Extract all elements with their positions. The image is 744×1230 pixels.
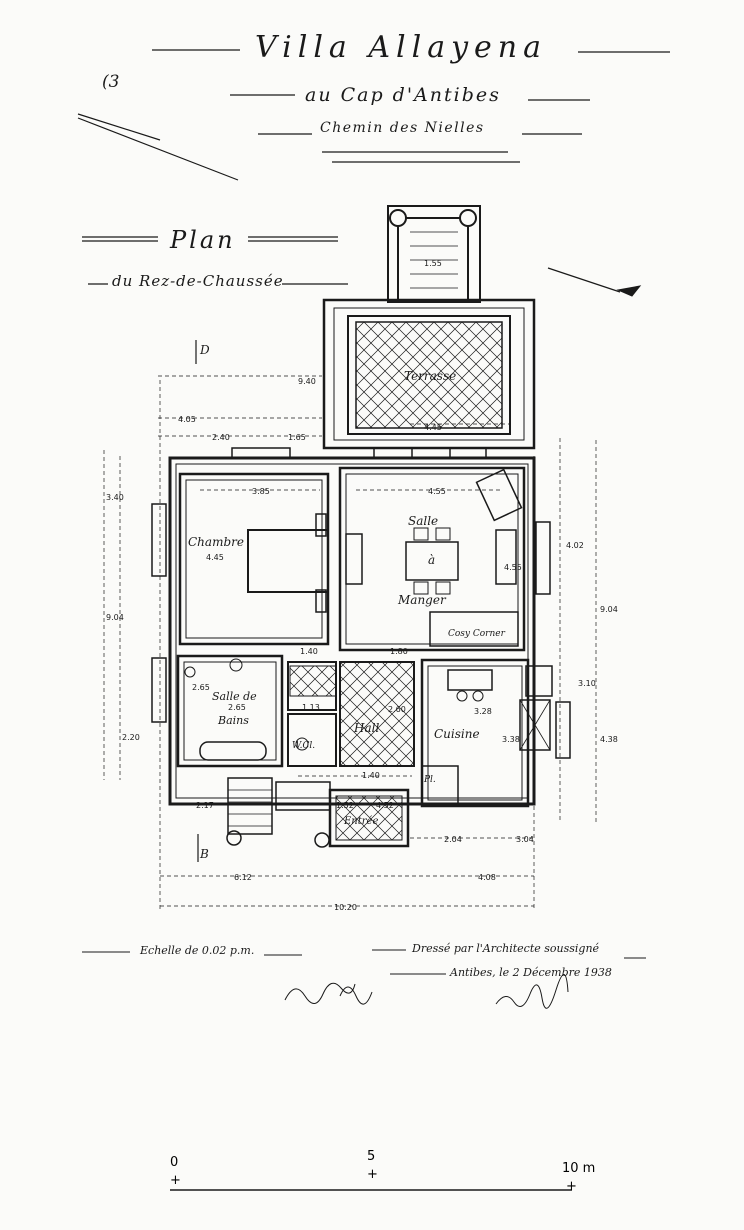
label-entree: Entrée (343, 816, 378, 827)
scale-label-5: 5 (367, 1149, 375, 1164)
label-salle: Salle (408, 514, 438, 528)
front-stair (226, 777, 331, 848)
label-terrasse: Terrasse (404, 369, 456, 383)
label-placard: Pl. (423, 775, 436, 785)
scale-label-0: 0 (170, 1155, 178, 1170)
salle-de-bains-room (176, 654, 284, 768)
dim-cuisine-width: 3.28 (474, 707, 492, 716)
plan-title: Plan (170, 226, 236, 254)
dim-small-b: 1.80 (390, 647, 408, 656)
salle-a-manger-room (338, 466, 526, 652)
dim-bottom-a: 2.17 (196, 801, 214, 810)
dim-entree-b: 4.52 (376, 801, 394, 810)
footer-dashes (82, 949, 646, 975)
dim-top-left-b: 2.40 (212, 433, 230, 442)
dim-total-width: 10.20 (334, 903, 357, 912)
dim-terrasse-width: 4.45 (424, 423, 442, 432)
label-hall: Hall (353, 721, 379, 735)
dim-entree-a: 1.52 (336, 801, 354, 810)
dim-hall-width: 2.60 (388, 705, 406, 714)
section-marks (195, 340, 199, 862)
dim-chambre-depth: 4.45 (206, 553, 224, 562)
scale-tick-10: + (566, 1179, 577, 1194)
signature-scribble (284, 974, 569, 1009)
cuisine-room (420, 658, 553, 808)
scale-tick-0: + (170, 1173, 181, 1188)
dim-left-a: 3.40 (106, 493, 124, 502)
page-mark: (3 (102, 72, 120, 92)
villa-name: Villa Allayena (255, 30, 547, 65)
label-salle-a: à (428, 553, 435, 567)
dim-bottom-b: 2.04 (444, 835, 462, 844)
hall-hatching (339, 661, 415, 767)
label-salle-de: Salle de (212, 690, 257, 703)
dim-right-c: 3.10 (578, 679, 596, 688)
north-mark-bottom: B (199, 847, 209, 861)
label-bains: Bains (217, 714, 249, 727)
terrace (322, 298, 536, 450)
dim-right-a: 4.02 (566, 541, 584, 550)
label-manger: Manger (397, 593, 447, 607)
dim-stair-width: 1.55 (424, 259, 442, 268)
north-mark-top: D (199, 343, 210, 357)
dim-right-b: 9.04 (600, 605, 618, 614)
dim-bottom-left: 6.12 (234, 873, 252, 882)
dim-small-a: 1.40 (300, 647, 318, 656)
dim-salle-width: 4.55 (428, 487, 446, 496)
garden-stair (387, 205, 481, 303)
dim-left-c: 9.04 (106, 613, 124, 622)
villa-street: Chemin des Nielles (320, 120, 485, 136)
dim-salle-depth: 4.55 (504, 563, 522, 572)
label-wc: W.Cl. (292, 741, 315, 751)
chambre-room (178, 472, 330, 646)
dim-bain-depth: 2.65 (192, 683, 210, 692)
dim-wc-width: 1.13 (302, 703, 320, 712)
plan-subtitle: du Rez-de-Chaussée (112, 272, 284, 290)
window-shutters (151, 447, 571, 759)
scale-note: Echelle de 0.02 p.m. (140, 944, 255, 957)
villa-location: au Cap d'Antibes (305, 84, 501, 106)
architect-note: Dressé par l'Architecte soussigné (412, 942, 600, 955)
hall-passage-hatching (289, 665, 337, 697)
dim-right-d: 4.38 (600, 735, 618, 744)
north-arrow-icon (616, 285, 642, 297)
dim-terrasse-side: 9.40 (298, 377, 316, 386)
dim-top-left-a: 4.05 (178, 415, 196, 424)
date-note: Antibes, le 2 Décembre 1938 (450, 966, 612, 979)
scale-label-10: 10 m (562, 1161, 595, 1176)
dimension-lines (103, 375, 597, 910)
dim-top-left-c: 1.65 (288, 433, 306, 442)
dim-bain-width: 2.65 (228, 703, 246, 712)
dim-left-b: 2.20 (122, 733, 140, 742)
dim-chambre-width: 3.85 (252, 487, 270, 496)
label-cuisine: Cuisine (434, 727, 480, 741)
title-underlines (77, 49, 670, 293)
label-chambre: Chambre (188, 535, 244, 549)
terrace-hatching (355, 321, 503, 429)
dim-bottom-right: 4.08 (478, 873, 496, 882)
dim-bottom-c: 3.04 (516, 835, 534, 844)
dim-cuisine-depth: 3.38 (502, 735, 520, 744)
scale-tick-5: + (367, 1167, 378, 1182)
entree-room (328, 788, 410, 848)
label-cosy-corner: Cosy Corner (448, 629, 506, 639)
dim-small-c: 1.40 (362, 771, 380, 780)
